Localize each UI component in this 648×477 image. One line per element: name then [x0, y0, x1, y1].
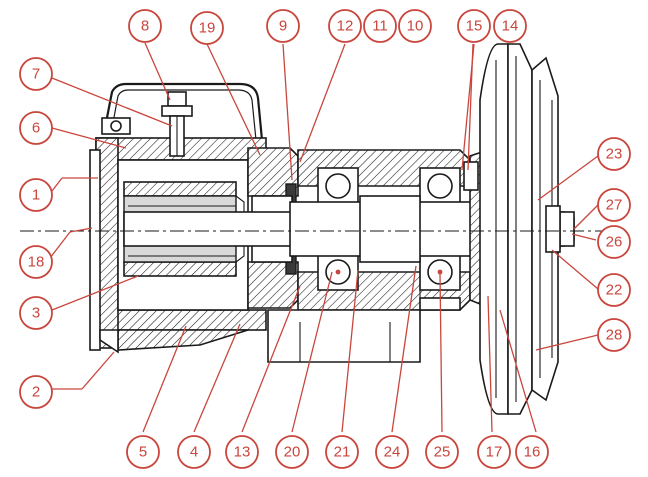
shaft-nut: [545, 205, 575, 253]
callout-6: 6: [19, 111, 53, 145]
callout-19: 19: [190, 11, 224, 45]
callout-17: 17: [477, 435, 511, 469]
callout-22: 22: [597, 273, 631, 307]
vent-screw: [101, 91, 193, 157]
bearing-right: [419, 167, 461, 291]
callout-8: 8: [128, 9, 162, 43]
svg-text:11: 11: [372, 18, 388, 35]
callout-12: 12: [328, 9, 362, 43]
callout-18: 18: [19, 245, 53, 279]
svg-text:25: 25: [434, 444, 451, 461]
callout-7: 7: [19, 57, 53, 91]
svg-text:16: 16: [524, 444, 541, 461]
svg-text:18: 18: [28, 254, 45, 271]
svg-text:24: 24: [384, 444, 401, 461]
callout-23: 23: [597, 137, 631, 171]
svg-text:21: 21: [334, 444, 351, 461]
svg-text:13: 13: [234, 444, 251, 461]
svg-text:26: 26: [606, 234, 623, 251]
callout-10: 10: [398, 9, 432, 43]
callout-1: 1: [19, 178, 53, 212]
callout-11: 11: [363, 9, 397, 43]
svg-text:7: 7: [32, 66, 40, 83]
svg-text:23: 23: [606, 146, 623, 163]
svg-text:17: 17: [486, 444, 503, 461]
svg-text:3: 3: [32, 305, 40, 322]
callout-15: 15: [457, 9, 491, 43]
svg-text:19: 19: [199, 20, 216, 37]
svg-text:5: 5: [139, 444, 147, 461]
svg-text:20: 20: [284, 444, 301, 461]
svg-text:22: 22: [606, 282, 623, 299]
callout-24: 24: [375, 435, 409, 469]
lifting-handle: [103, 82, 264, 141]
callout-28: 28: [597, 318, 631, 352]
pump-drawing: [20, 43, 605, 415]
callout-5: 5: [126, 435, 160, 469]
svg-text:14: 14: [502, 18, 519, 35]
callout-2: 2: [19, 375, 53, 409]
svg-text:10: 10: [407, 18, 424, 35]
callout-9: 9: [266, 9, 300, 43]
svg-text:9: 9: [279, 18, 287, 35]
callout-27: 27: [597, 188, 631, 222]
callout-16: 16: [515, 435, 549, 469]
svg-text:1: 1: [32, 187, 40, 204]
callout-13: 13: [225, 435, 259, 469]
leader-lines: [49, 42, 599, 433]
callout-4: 4: [177, 435, 211, 469]
svg-text:2: 2: [32, 384, 40, 401]
svg-text:27: 27: [606, 197, 623, 214]
svg-text:6: 6: [32, 120, 40, 137]
callout-3: 3: [19, 296, 53, 330]
callout-25: 25: [425, 435, 459, 469]
bearing-left: [317, 167, 359, 291]
svg-text:8: 8: [141, 18, 149, 35]
svg-text:15: 15: [466, 18, 483, 35]
callout-14: 14: [493, 9, 527, 43]
callout-26: 26: [597, 225, 631, 259]
callout-20: 20: [275, 435, 309, 469]
svg-text:28: 28: [606, 327, 623, 344]
v-belt-pulley: [479, 43, 559, 415]
svg-text:4: 4: [190, 444, 198, 461]
svg-text:12: 12: [337, 18, 354, 35]
callout-21: 21: [325, 435, 359, 469]
